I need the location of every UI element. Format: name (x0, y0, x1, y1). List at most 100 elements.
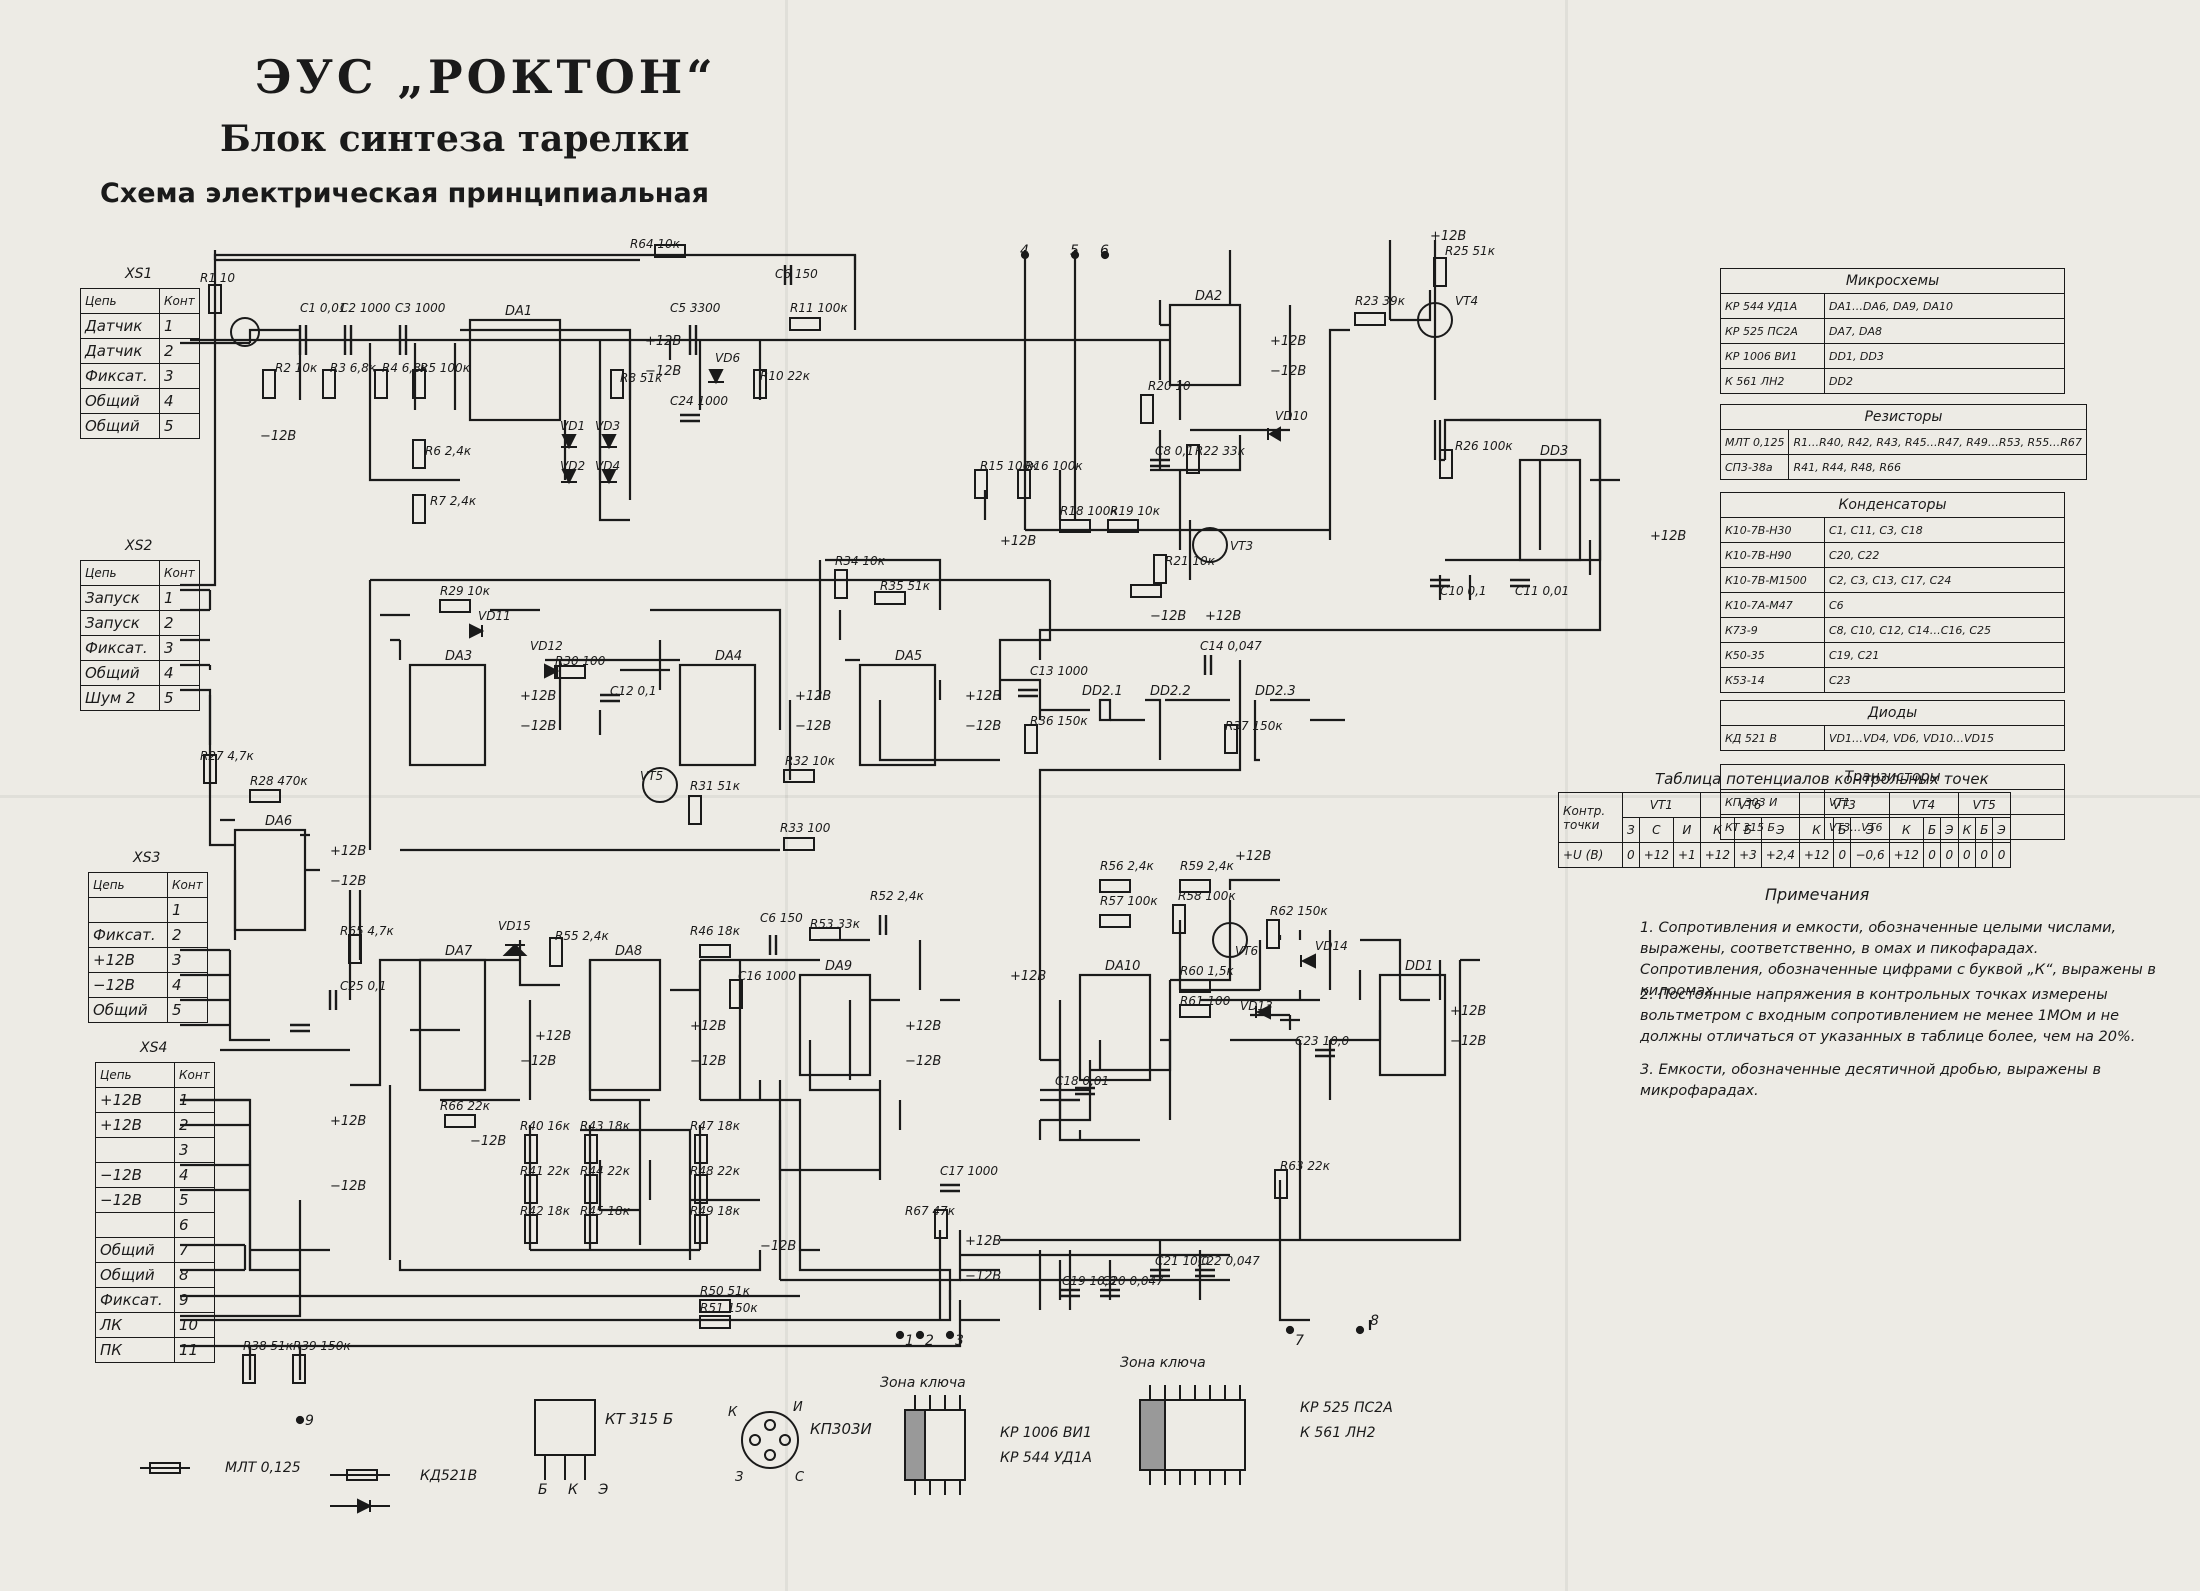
component-label: R62 150к (1270, 904, 1328, 918)
supply-minus-12v: −12В (760, 1239, 796, 1254)
bom-section-title: Конденсаторы (1720, 492, 2065, 518)
table-cell: Общий (80, 660, 160, 686)
component-label: C17 1000 (940, 1164, 998, 1178)
component-label: VD11 (478, 609, 511, 623)
component-label: R15 100к (980, 459, 1038, 473)
document-title: ЭУС „РОКТОН“ (255, 50, 717, 104)
connector-header: Конт (159, 560, 200, 586)
legend-chip-4: К 561 ЛН2 (1300, 1425, 1376, 1441)
supply-plus-12v: +12В (1205, 609, 1241, 624)
component-label: R45 18к (580, 1204, 631, 1218)
table-cell: 4 (167, 972, 208, 998)
table-cell (95, 1137, 175, 1163)
table-cell: К10-7В-Н90 (1720, 542, 1825, 568)
ic-ref: DD3 (1540, 444, 1568, 459)
component-label: R11 100к (790, 301, 848, 315)
component-label: R52 2,4к (870, 889, 925, 903)
table-cell: ПК (95, 1337, 175, 1363)
pin-label: Б (1734, 817, 1762, 843)
table-cell: СП3-38а (1719, 454, 1790, 480)
table-cell: 3 (167, 947, 208, 973)
capacitors (290, 265, 1530, 1298)
table-cell: Фиксат. (88, 922, 168, 948)
supply-labels: +12В+12В+12В+12В+12В+12В+12В+12В+12В+12В… (260, 229, 1686, 1284)
table-row: 6 (95, 1212, 215, 1238)
table-row: 3 (95, 1137, 215, 1163)
component-label: R7 2,4к (430, 494, 477, 508)
supply-minus-12v: −12В (690, 1054, 726, 1069)
legend-kt315: КТ 315 Б (605, 1410, 674, 1428)
component-label: VT4 (1455, 294, 1478, 308)
component-label: R4 6,8к (382, 361, 429, 375)
potential-value: +12 (1638, 842, 1675, 868)
component-label: C22 0,047 (1198, 1254, 1260, 1268)
ic-bodies (233, 303, 1582, 1092)
table-cell: К53-14 (1720, 667, 1825, 693)
component-label: C23 10,0 (1295, 1034, 1350, 1048)
table-cell: 6 (174, 1212, 215, 1238)
component-label: C21 10,0 (1155, 1254, 1210, 1268)
table-row: Фиксат.3 (80, 363, 200, 389)
table-cell: К10-7В-Н30 (1720, 517, 1825, 543)
table-cell: Запуск (80, 585, 160, 611)
table-cell: Датчик (80, 313, 160, 339)
component-label: R67 47к (905, 1204, 956, 1218)
supply-minus-12v: −12В (965, 719, 1001, 734)
supply-plus-12v: +12В (965, 1234, 1001, 1249)
table-cell: 3 (159, 363, 200, 389)
component-label: R57 100к (1100, 894, 1158, 908)
component-label: R50 51к (700, 1284, 751, 1298)
ic-ref: DA2 (1195, 289, 1222, 304)
legend-kp303-pin-i: И (793, 1400, 803, 1415)
component-label: R26 100к (1455, 439, 1513, 453)
legend-kp303-pin-k: К (728, 1405, 738, 1420)
transistor-group: VT1 (1622, 792, 1701, 818)
supply-plus-12v: +12В (1270, 334, 1306, 349)
potentials-row-label: +U (В) (1558, 842, 1623, 868)
table-cell: 9 (174, 1287, 215, 1313)
table-cell: Фиксат. (80, 363, 160, 389)
component-label: R40 16к (520, 1119, 571, 1133)
component-label: R61 100 (1180, 994, 1231, 1008)
component-label: R49 18к (690, 1204, 741, 1218)
component-label: VD6 (715, 351, 740, 365)
table-cell: 3 (174, 1137, 215, 1163)
legend-chip-2: КР 544 УД1А (1000, 1450, 1092, 1466)
component-label: R42 18к (520, 1204, 571, 1218)
component-label: R28 470к (250, 774, 308, 788)
supply-plus-12v: +12В (520, 689, 556, 704)
component-label: R29 10к (440, 584, 491, 598)
ic-ref: DA4 (715, 649, 742, 664)
component-label: R43 18к (580, 1119, 631, 1133)
component-label: R2 10к (275, 361, 318, 375)
component-label: R10 22к (760, 369, 811, 383)
supply-plus-12v: +12В (330, 844, 366, 859)
ic-ref: DA9 (825, 959, 852, 974)
table-cell: Запуск (80, 610, 160, 636)
test-point-label: 2 (925, 1333, 934, 1349)
table-cell: 5 (174, 1187, 215, 1213)
component-label: C5 3300 (670, 301, 721, 315)
component-label: VD12 (530, 639, 563, 653)
component-label: R19 10к (1110, 504, 1161, 518)
table-cell: C19, C21 (1824, 642, 2065, 668)
test-points (295, 250, 1365, 1425)
fold-line (0, 795, 2200, 798)
table-cell: К 561 ЛН2 (1720, 368, 1825, 394)
component-label: VD2 (560, 459, 585, 473)
supply-minus-12v: −12В (905, 1054, 941, 1069)
potential-value: +12 (1699, 842, 1736, 868)
component-label: R6 2,4к (425, 444, 472, 458)
supply-minus-12v: −12В (1150, 609, 1186, 624)
component-label: C25 0,1 (340, 979, 387, 993)
